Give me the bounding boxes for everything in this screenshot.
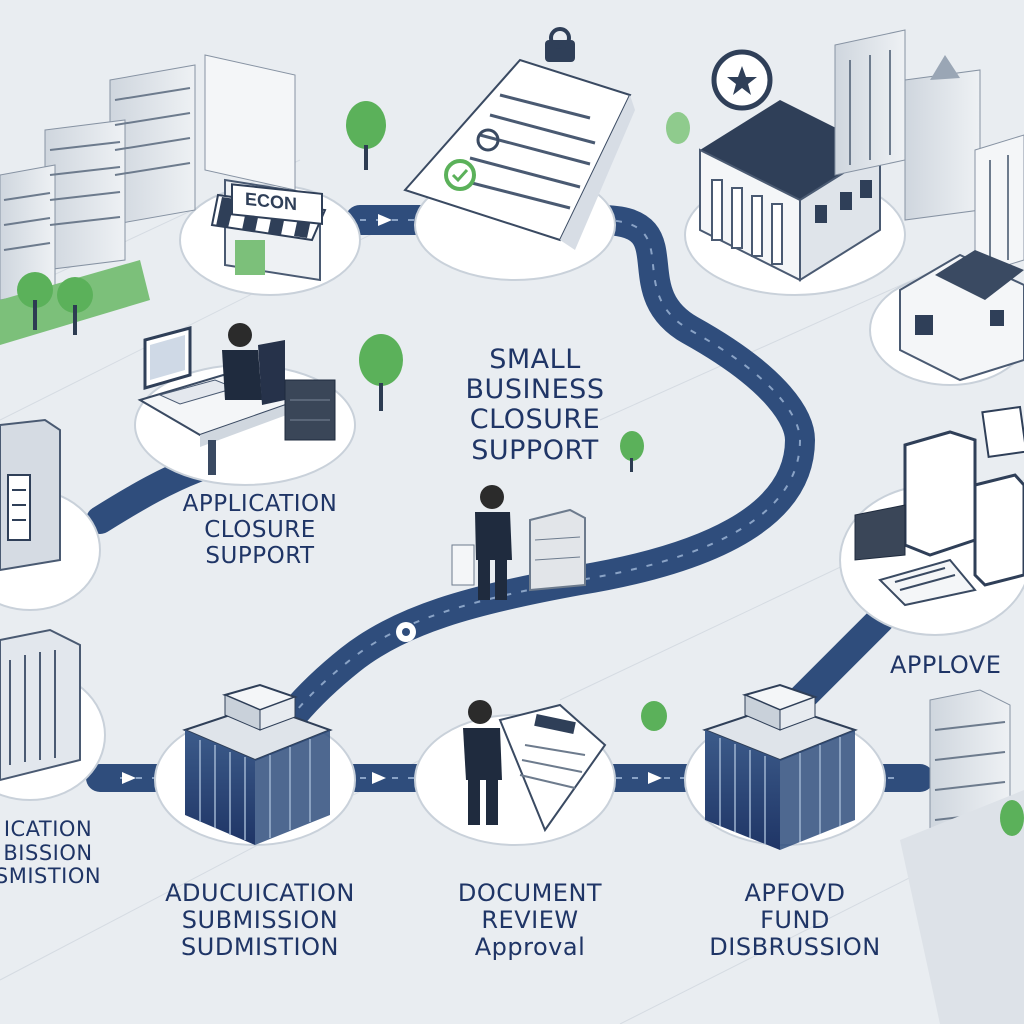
label-line: SMISTION (0, 864, 102, 889)
businessman-icon (451, 485, 586, 600)
label-line: FUND (760, 905, 830, 934)
ground-grid (0, 159, 1024, 1024)
label-line: BISSION (3, 840, 93, 865)
label-submission: ADUCUICATION SUBMISSION SUDMISTION (155, 880, 365, 961)
label-line: APPLICATION (182, 491, 338, 517)
server-cluster-icon (854, 405, 1024, 607)
label-application-closure: APPLICATION CLOSURE SUPPORT (165, 491, 355, 569)
fund-building-icon (702, 683, 858, 850)
label-line: ADUCUICATION (165, 879, 355, 907)
office-worker-icon (137, 323, 336, 475)
title-line-4: SUPPORT (471, 434, 599, 466)
trees (346, 101, 1024, 836)
label-document-review: DOCUMENT REVIEW Approval (430, 880, 630, 961)
document-review-icon (463, 700, 607, 833)
diagram-title: SMALL BUSINESS CLOSURE SUPPORT (440, 344, 630, 466)
label-line: APFOVD (744, 879, 846, 907)
label-line: ICATION (3, 817, 93, 841)
label-line: DISBRUSSION (709, 932, 881, 961)
label-line: SUPPORT (205, 542, 315, 569)
title-line-3: CLOSURE (469, 404, 601, 436)
storefront-icon: ECON (210, 178, 327, 282)
label-line: REVIEW (481, 905, 579, 934)
label-approved: APPLOVE (890, 652, 1024, 679)
submission-building-icon (182, 683, 333, 845)
label-line: Approval (474, 932, 586, 961)
city-cluster-left-mid (0, 418, 81, 782)
label-line: SUDMISTION (181, 932, 339, 961)
document-icon (403, 27, 635, 250)
title-line-1: SMALL (489, 344, 581, 375)
title-line-2: BUSINESS (465, 374, 605, 406)
label-line: DOCUMENT (457, 879, 603, 907)
label-application-submission-left: ICATION BISSION SMISTION (0, 817, 118, 889)
city-cluster-left (0, 54, 296, 345)
label-fund-disbursement: APFOVD FUND DISBRUSSION (690, 880, 900, 961)
city-cluster-bottom-right (900, 689, 1024, 1024)
label-line: SUBMISSION (181, 905, 339, 934)
label-line: CLOSURE (204, 516, 316, 543)
city-cluster-right (834, 29, 1024, 382)
label-line: APPLOVE (890, 651, 1002, 679)
